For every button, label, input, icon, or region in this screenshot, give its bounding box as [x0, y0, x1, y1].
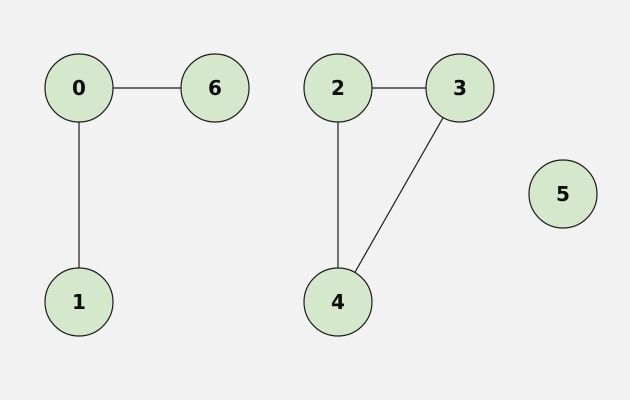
node-circle-3	[425, 53, 495, 123]
graph-node-2: 2	[303, 53, 373, 123]
graph-edge-3-4	[337, 87, 461, 303]
node-circle-5	[528, 159, 598, 229]
node-label-0: 0	[72, 76, 86, 100]
graph-node-3: 3	[425, 53, 495, 123]
node-label-4: 4	[331, 290, 345, 314]
node-label-1: 1	[72, 290, 86, 314]
node-label-6: 6	[208, 76, 222, 100]
node-circle-2	[303, 53, 373, 123]
graph-node-6: 6	[180, 53, 250, 123]
node-label-3: 3	[453, 76, 467, 100]
graph-node-0: 0	[44, 53, 114, 123]
node-circle-1	[44, 267, 114, 337]
node-circle-6	[180, 53, 250, 123]
node-label-5: 5	[556, 182, 570, 206]
graph-node-1: 1	[44, 267, 114, 337]
node-label-2: 2	[331, 76, 345, 100]
graph-node-5: 5	[528, 159, 598, 229]
graph-node-4: 4	[303, 267, 373, 337]
node-circle-4	[303, 267, 373, 337]
node-circle-0	[44, 53, 114, 123]
